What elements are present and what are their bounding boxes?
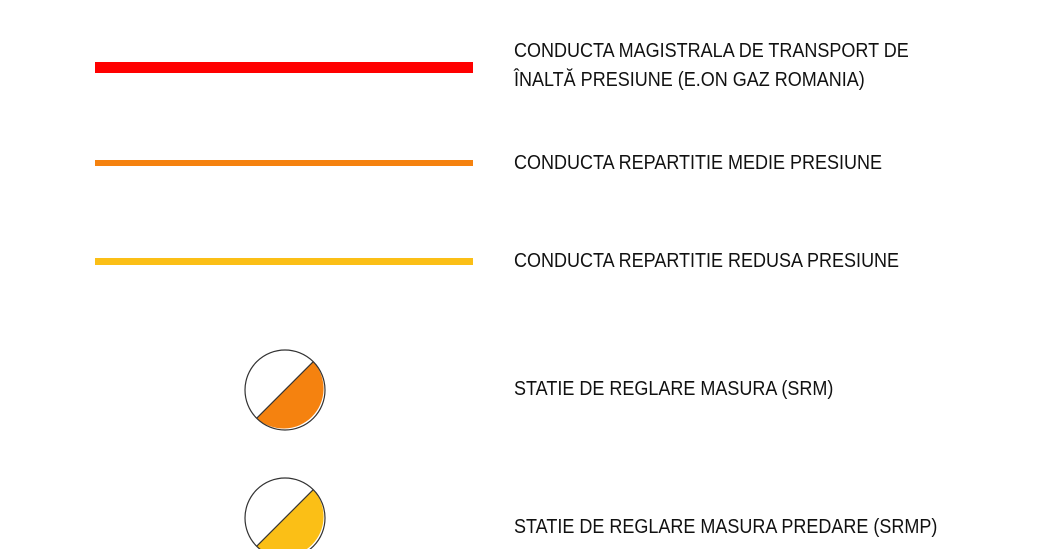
low-pressure-distribution-line-symbol xyxy=(95,258,473,265)
srm-station-divider xyxy=(256,361,314,419)
srm-station-label: STATIE DE REGLARE MASURA (SRM) xyxy=(514,378,834,400)
high-pressure-transport-line-label: CONDUCTA MAGISTRALA DE TRANSPORT DE ÎNAL… xyxy=(514,37,909,95)
high-pressure-transport-line-label-line-1: CONDUCTA MAGISTRALA DE TRANSPORT DE xyxy=(514,40,909,62)
srmp-station-label: STATIE DE REGLARE MASURA PREDARE (SRMP) xyxy=(514,516,938,538)
srmp-station-outline xyxy=(244,477,326,549)
srmp-station-divider xyxy=(256,489,314,547)
medium-pressure-distribution-line-label: CONDUCTA REPARTITIE MEDIE PRESIUNE xyxy=(514,152,883,174)
low-pressure-distribution-line-label: CONDUCTA REPARTITIE REDUSA PRESIUNE xyxy=(514,250,900,272)
medium-pressure-distribution-line-symbol xyxy=(95,160,473,166)
srmp-station-icon xyxy=(244,477,326,549)
srm-station-icon xyxy=(244,349,326,431)
high-pressure-transport-line-symbol xyxy=(95,62,473,73)
srmp-station-fill xyxy=(256,489,324,549)
high-pressure-transport-line-label-line-2: ÎNALTĂ PRESIUNE (E.ON GAZ ROMANIA) xyxy=(514,69,865,91)
srm-station-outline xyxy=(244,349,326,431)
srm-station-fill xyxy=(256,361,324,429)
